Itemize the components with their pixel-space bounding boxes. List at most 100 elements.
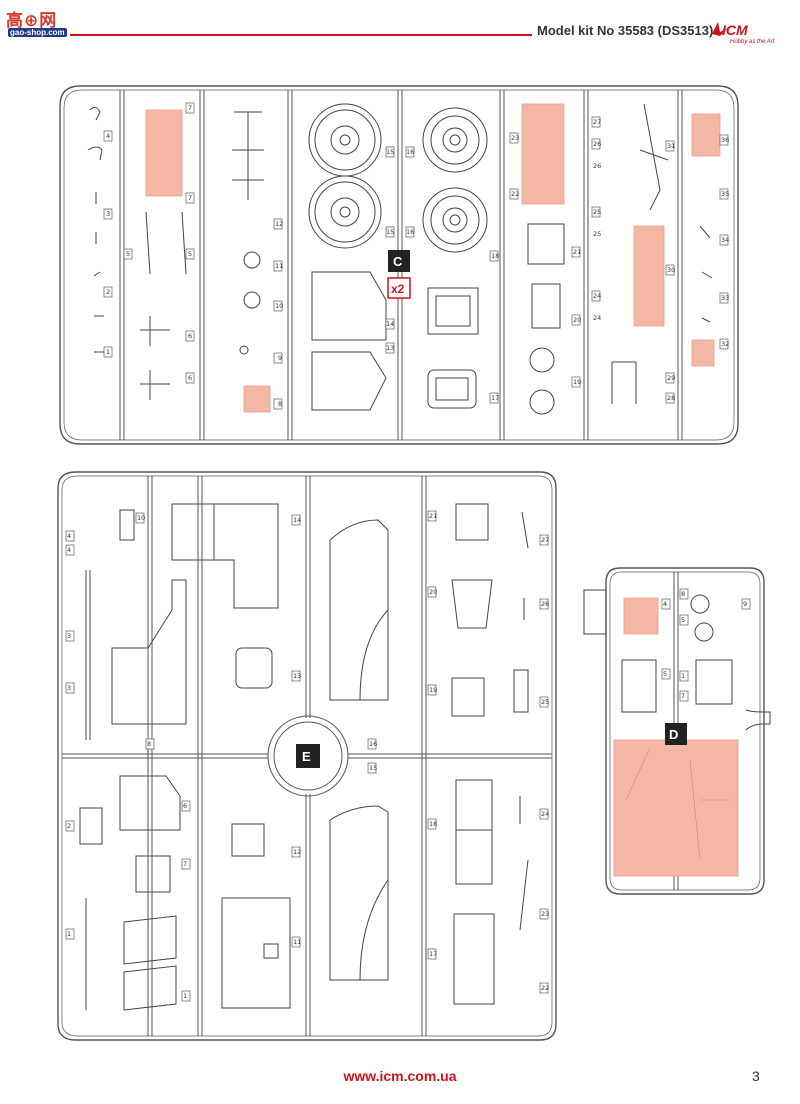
part-label: 7 [188,104,192,112]
part-label: 4 [67,532,71,540]
sprue-c-letter: C [393,254,403,269]
part-label: 25 [593,230,601,238]
part-label: 15 [369,764,377,772]
part-label: 31 [667,142,675,150]
part-label: 6 [188,332,192,340]
sprue-e-labels: 10 4 4 3 3 8 14 13 21 27 20 26 19 25 16 … [67,512,549,1000]
part-label: 11 [293,938,301,946]
page-number: 3 [752,1068,760,1084]
part-label: 19 [573,378,581,386]
part-label: 19 [429,686,437,694]
part-label: 9 [743,600,747,608]
part-label: 14 [293,516,301,524]
part-label: 26 [593,162,601,170]
part-label: 25 [593,208,601,216]
sprue-c [59,85,739,445]
part-label: 26 [541,600,549,608]
part-label: 7 [188,194,192,202]
sprue-d [583,567,771,895]
part-label: 9 [278,354,282,362]
part-label: 13 [386,344,394,352]
brand-name: ICM [722,22,748,38]
part-label: 23 [511,134,519,142]
part-label: 6 [183,802,187,810]
part-label: 16 [406,228,414,236]
header-rule [70,34,532,36]
watermark-site: gao-shop.com [8,28,67,37]
part-label: 14 [386,320,394,328]
part-label: 1 [183,992,187,1000]
part-label: 36 [721,136,729,144]
part-label: 28 [667,394,675,402]
part-label: 26 [593,140,601,148]
part-label: 5 [663,670,667,678]
footer-url[interactable]: www.icm.com.ua [343,1068,457,1084]
part-label: 3 [67,684,71,692]
sprue-e [57,471,557,1041]
part-label: 17 [491,394,499,402]
part-label: 17 [429,950,437,958]
part-label: 25 [541,698,549,706]
brand-tagline: Hobby as the Art [730,39,775,45]
part-label: 12 [275,220,283,228]
part-label: 1 [106,348,110,356]
sprue-d-labels: 4 8 9 5 5 7 1 [663,590,747,700]
part-label: 2 [67,822,71,830]
part-label: 24 [541,810,549,818]
part-label: 20 [429,588,437,596]
sprue-e-letter: E [302,749,311,764]
brand-logo: ICM Hobby as the Art [708,20,784,54]
part-label: 23 [541,910,549,918]
watermark-chars: 高⊕网 [6,11,58,31]
part-label: 30 [667,266,675,274]
part-label: 18 [491,252,499,260]
sprue-d-letter: D [669,727,678,742]
part-label: 22 [541,984,549,992]
sprue-c-labels: 4 7 7 3 5 5 2 1 6 6 12 11 10 9 8 15 16 1… [106,104,729,408]
part-label: 3 [67,632,71,640]
part-label: 35 [721,190,729,198]
part-label: 1 [681,672,685,680]
part-label: 1 [67,930,71,938]
part-label: 7 [681,692,685,700]
part-label: 10 [275,302,283,310]
part-label: 24 [593,292,601,300]
sprue-d-plate: D [665,723,687,745]
part-label: 27 [541,536,549,544]
part-label: 15 [386,228,394,236]
part-label: 8 [147,740,151,748]
part-label: 11 [275,262,283,270]
part-label: 20 [573,316,581,324]
part-label: 18 [429,820,437,828]
part-label: 5 [681,616,685,624]
part-label: 21 [429,512,437,520]
part-label: 32 [721,340,729,348]
part-label: 5 [188,250,192,258]
kit-number: Model kit No 35583 (DS3513) [537,23,714,38]
part-label: 6 [188,374,192,382]
part-label: 2 [106,288,110,296]
sprue-c-plate: C x2 [387,250,411,299]
part-label: 8 [681,590,685,598]
part-label: 10 [137,514,145,522]
part-label: 16 [406,148,414,156]
part-label: 29 [667,374,675,382]
part-label: 12 [293,848,301,856]
part-label: 13 [293,672,301,680]
part-label: 24 [593,314,601,322]
part-label: 4 [106,132,110,140]
sprue-c-multiplier: x2 [391,282,405,296]
part-label: 22 [511,190,519,198]
part-label: 4 [67,546,71,554]
part-label: 21 [573,248,581,256]
sprue-e-plate: E [296,744,320,768]
watermark-logo: 高⊕网 gao-shop.com [6,6,70,37]
part-label: 15 [386,148,394,156]
brand-star-icon [712,22,728,36]
part-label: 16 [369,740,377,748]
part-label: 5 [126,250,130,258]
part-label: 7 [183,860,187,868]
part-label: 34 [721,236,729,244]
part-label: 27 [593,118,601,126]
